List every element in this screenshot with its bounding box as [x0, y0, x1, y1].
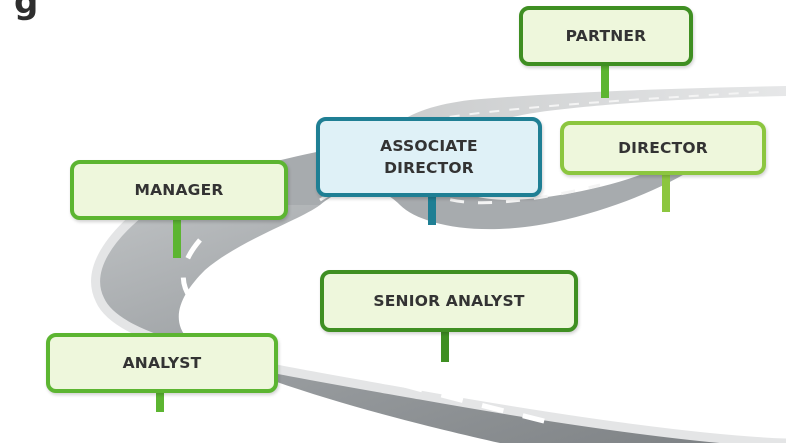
milestone-label: MANAGER	[134, 181, 224, 199]
page-title-fragment: g	[14, 0, 39, 22]
road-edge-near	[91, 201, 786, 443]
director-pole	[662, 172, 670, 212]
milestone-partner: PARTNER	[519, 6, 693, 66]
partner-pole	[601, 64, 609, 98]
milestone-director: DIRECTOR	[560, 121, 766, 175]
milestone-label: SENIOR ANALYST	[373, 292, 525, 310]
milestone-label: DIRECTOR	[618, 139, 708, 157]
manager-pole	[173, 218, 181, 258]
milestone-manager: MANAGER	[70, 160, 288, 220]
senior-analyst-pole	[441, 330, 449, 362]
milestone-analyst: ANALYST	[46, 333, 278, 393]
milestone-label: PARTNER	[565, 27, 647, 45]
analyst-pole	[156, 390, 164, 412]
associate-director-pole	[428, 195, 436, 225]
milestone-label: ASSOCIATE DIRECTOR	[380, 137, 478, 177]
milestone-senior-analyst: SENIOR ANALYST	[320, 270, 578, 332]
road-surface-near	[95, 205, 786, 443]
milestone-associate-director: ASSOCIATE DIRECTOR	[316, 117, 542, 197]
milestone-label: ANALYST	[122, 354, 202, 372]
